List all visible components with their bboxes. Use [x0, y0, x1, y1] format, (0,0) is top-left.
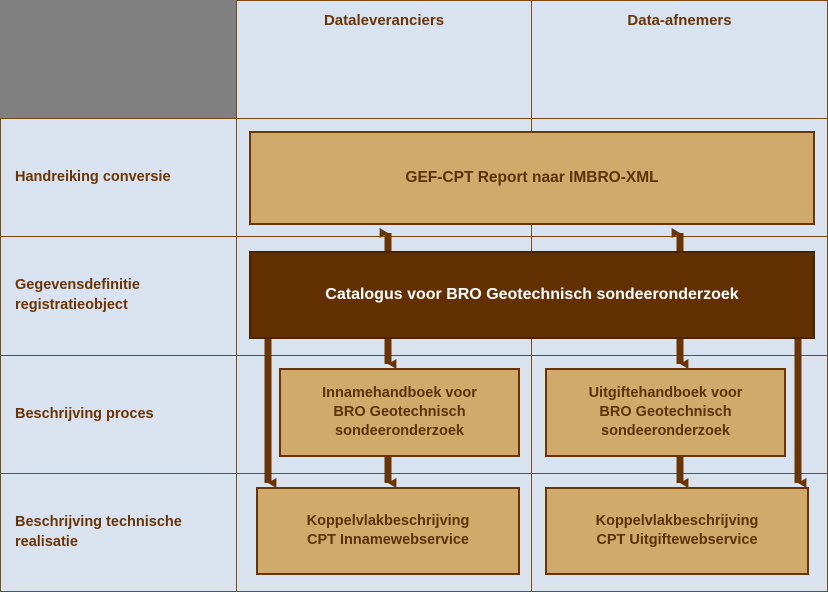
node-innamehandboek[interactable]: Innamehandboek voor BRO Geotechnisch son…	[279, 368, 520, 457]
node-uitgiftehandboek[interactable]: Uitgiftehandboek voor BRO Geotechnisch s…	[545, 368, 786, 457]
row-label-text: Gegevensdefinitie registratieobject	[15, 277, 140, 313]
node-label: Koppelvlakbeschrijving CPT Uitgiftewebse…	[595, 512, 759, 548]
node-gef-cpt-report[interactable]: GEF-CPT Report naar IMBRO-XML	[249, 131, 815, 225]
node-koppelvlak-inname[interactable]: Koppelvlakbeschrijving CPT Innamewebserv…	[256, 487, 520, 575]
row-label-beschrijving-technische-realisatie: Beschrijving technische realisatie	[0, 473, 237, 592]
corner-block	[0, 0, 237, 119]
row-label-handreiking-conversie: Handreiking conversie	[0, 118, 237, 237]
node-label: GEF-CPT Report naar IMBRO-XML	[405, 168, 659, 186]
node-label: Koppelvlakbeschrijving CPT Innamewebserv…	[306, 512, 470, 548]
node-koppelvlak-uitgifte[interactable]: Koppelvlakbeschrijving CPT Uitgiftewebse…	[545, 487, 809, 575]
node-label: Uitgiftehandboek voor BRO Geotechnisch s…	[588, 384, 743, 440]
row-label-text: Handreiking conversie	[15, 168, 171, 185]
node-label: Catalogus voor BRO Geotechnisch sondeero…	[325, 286, 739, 304]
node-catalogus-bro[interactable]: Catalogus voor BRO Geotechnisch sondeero…	[249, 251, 815, 339]
row-label-beschrijving-proces: Beschrijving proces	[0, 355, 237, 474]
row-label-text: Beschrijving technische realisatie	[15, 513, 182, 550]
row-label-text: Beschrijving proces	[15, 405, 154, 422]
row-label-gegevensdefinitie-registratieobject: Gegevensdefinitie registratieobject	[0, 236, 237, 356]
node-label: Innamehandboek voor BRO Geotechnisch son…	[322, 384, 477, 440]
column-header-dataleveranciers: Dataleveranciers	[236, 0, 532, 119]
column-header-data-afnemers: Data-afnemers	[531, 0, 828, 119]
column-header-label: Dataleveranciers	[323, 12, 445, 29]
column-header-label: Data-afnemers	[627, 12, 732, 29]
